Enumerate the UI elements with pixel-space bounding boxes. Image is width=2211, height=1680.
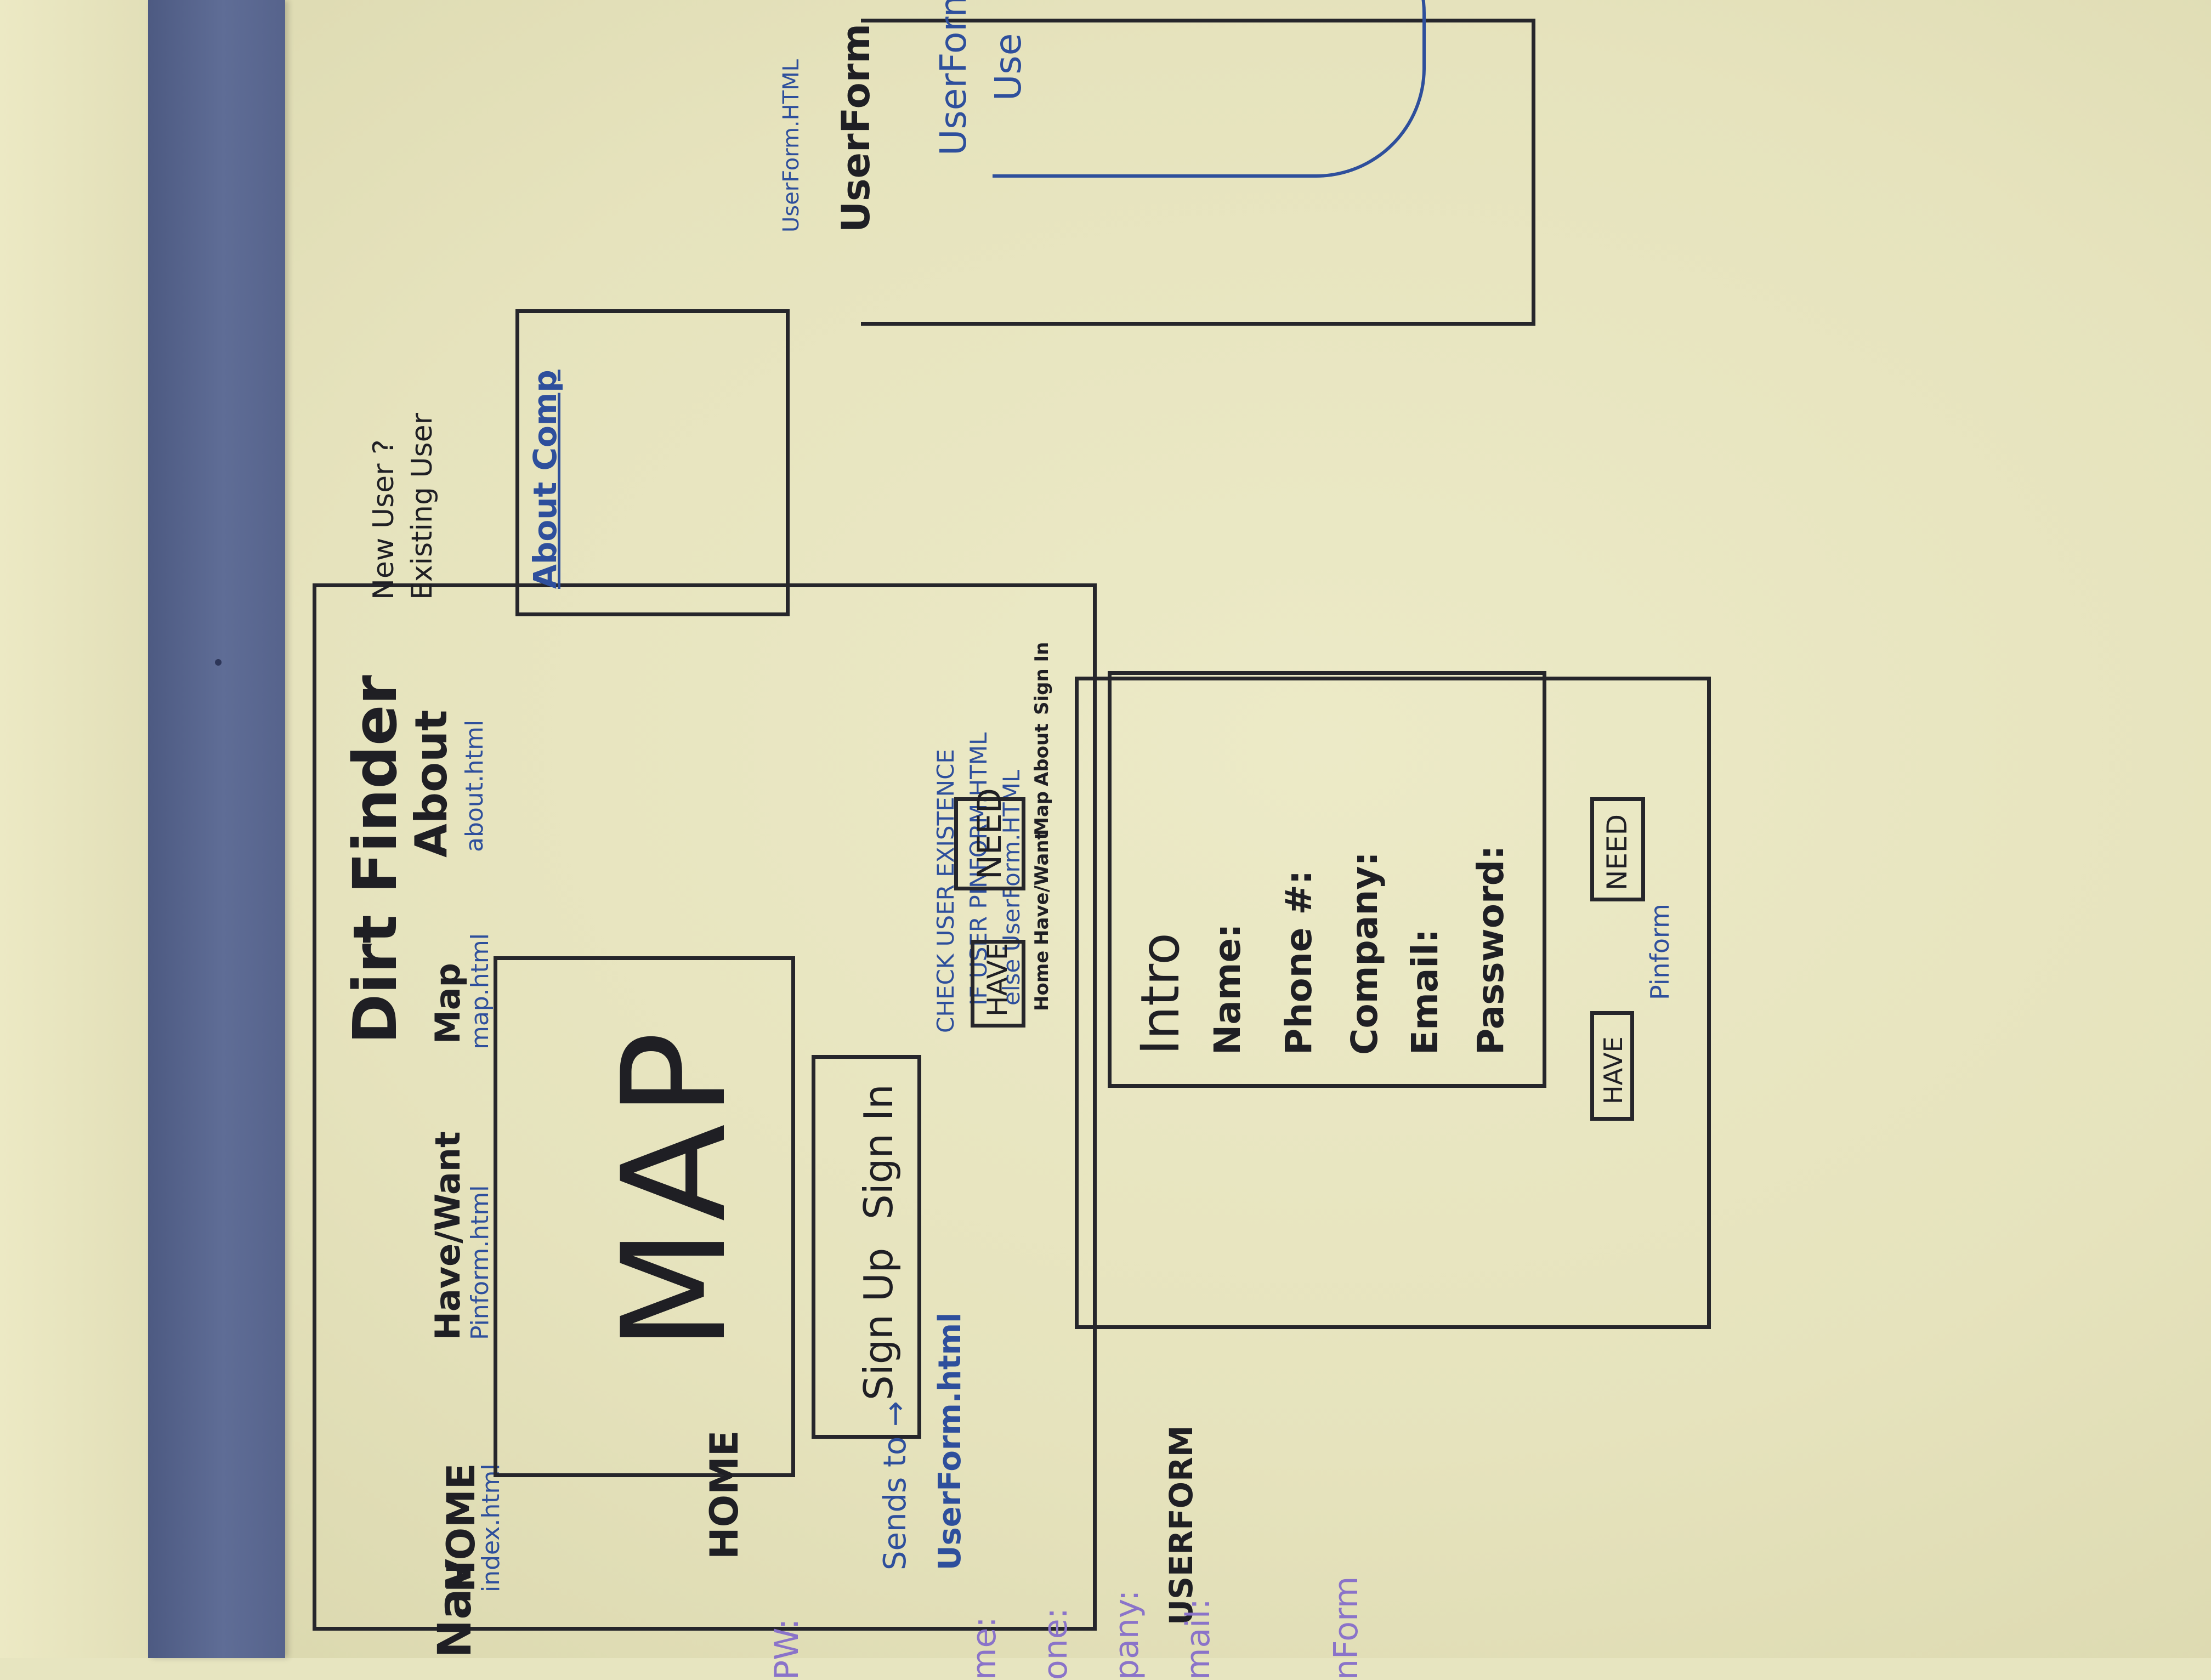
app-title: Dirt Finder <box>340 675 410 1044</box>
note-fragment-5: mail: <box>1179 1598 1217 1680</box>
map-label: MAP <box>592 1025 758 1351</box>
nav-about: About <box>406 710 457 858</box>
signin-label: Sign In <box>855 1084 902 1219</box>
userform-file: UserForm.HTML <box>779 59 804 232</box>
sends-to-file: UserForm.html <box>932 1312 968 1570</box>
pinform-label: Pinform <box>1645 904 1675 1000</box>
password-field-label: Password: <box>1470 845 1512 1055</box>
note-fragment-6: nForm <box>1327 1576 1365 1680</box>
note-fragment-3: one: <box>1036 1608 1075 1680</box>
userform-blue-outline <box>993 0 1426 178</box>
intro-title: Intro <box>1130 933 1191 1055</box>
whiteboard-margin <box>0 0 148 1658</box>
footer-about: About <box>1031 723 1053 786</box>
signup-label: Sign Up <box>855 1247 902 1400</box>
frame-screw <box>215 659 222 666</box>
phone-field-label: Phone #: <box>1278 870 1320 1055</box>
new-user-link: New User ? <box>367 439 400 600</box>
about-component-label: About Comp <box>526 370 564 589</box>
userform-label: UserForm <box>932 0 974 156</box>
nav-map-file: map.html <box>466 933 494 1049</box>
check-note-1: CHECK USER EXISTENCE <box>932 749 959 1033</box>
email-field-label: Email: <box>1404 928 1446 1055</box>
name-field-label: Name: <box>1206 923 1249 1055</box>
footer-signin: Sign In <box>1031 642 1053 715</box>
userform-note: USERFORM <box>1163 1425 1200 1625</box>
note-fragment-2: me: <box>965 1616 1004 1680</box>
note-fragment-1: PW: <box>768 1618 806 1680</box>
userform-title: UserForm <box>834 23 878 232</box>
need-button-label: NEED <box>971 788 1009 879</box>
footer-have-want: Have/Want <box>1031 831 1053 945</box>
company-field-label: Company: <box>1343 852 1386 1055</box>
nav-map: Map <box>428 963 468 1044</box>
form-have-button-label: HAVE <box>1598 1036 1628 1104</box>
nav-note: Nav <box>428 1558 481 1658</box>
existing-user-link: Existing User <box>406 412 439 600</box>
home-note: HOME <box>702 1430 747 1559</box>
have-button-label: HAVE <box>982 943 1013 1017</box>
nav-have-want-file: Pinform.html <box>466 1185 494 1340</box>
nav-about-file: about.html <box>461 719 489 852</box>
note-fragment-4: pany: <box>1108 1590 1146 1680</box>
sends-to-label: Sends to → <box>877 1401 913 1570</box>
nav-have-want: Have/Want <box>428 1131 468 1340</box>
footer-home: Home <box>1031 950 1053 1011</box>
whiteboard-frame <box>148 0 285 1658</box>
footer-map: Map <box>1031 791 1053 836</box>
userform-inner-label: Use <box>987 33 1029 101</box>
form-need-button-label: NEED <box>1601 814 1633 890</box>
